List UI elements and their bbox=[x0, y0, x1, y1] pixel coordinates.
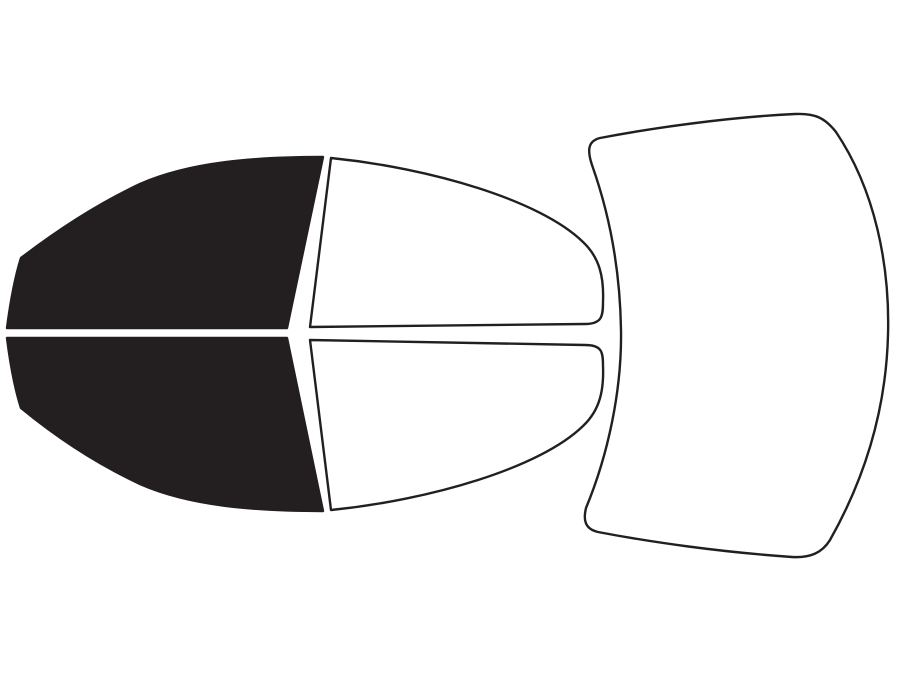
rear-right-window bbox=[308, 338, 605, 512]
front-left-window bbox=[5, 155, 325, 330]
front-right-window bbox=[5, 336, 325, 513]
rear-left-window bbox=[308, 156, 605, 329]
rear-windshield bbox=[583, 112, 890, 559]
